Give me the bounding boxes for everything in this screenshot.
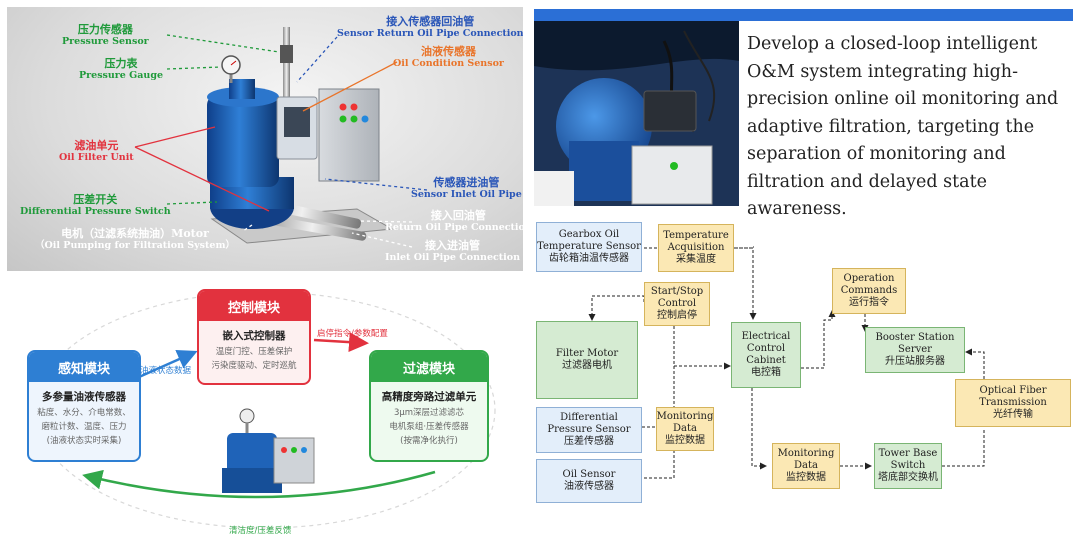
control-title: 控制模块: [199, 291, 309, 321]
node-startstop-zh: 控制启停: [657, 310, 697, 321]
node-mon-data1-en: Monitoring Data: [656, 411, 714, 434]
device-photo-panel: 压力传感器 Pressure Sensor 压力表 Pressure Gauge…: [7, 7, 523, 271]
node-tower-switch-en: Tower Base Switch: [878, 448, 938, 471]
node-optical-fiber: Optical Fiber Transmission 光纤传输: [955, 379, 1071, 427]
label-sensor-inlet-pipe: 传感器进油管 Sensor Inlet Oil Pipe: [411, 176, 522, 201]
flow-state-data: 油液状态数据: [140, 366, 192, 376]
node-operation-commands: Operation Commands 运行指令: [832, 268, 906, 314]
accent-bar: [534, 9, 1073, 21]
label-sensor-return-pipe: 接入传感器回油管 Sensor Return Oil Pipe Connecti…: [337, 15, 523, 40]
system-flowchart: Gearbox Oil Temperature Sensor 齿轮箱油温传感器 …: [534, 216, 1073, 538]
node-op-cmd-zh: 运行指令: [849, 297, 889, 308]
node-diff-sensor-zh: 压差传感器: [564, 436, 614, 447]
filtration-line2: 3μm深层过滤滤芯: [393, 408, 465, 418]
label-motor: 电机（过滤系统抽油）Motor （Oil Pumping for Filtrat…: [35, 227, 236, 252]
node-oil-sensor-zh: 油液传感器: [564, 481, 614, 492]
node-cabinet-en: Electrical Control Cabinet: [741, 331, 791, 366]
filtration-line4: (按需净化执行): [400, 436, 458, 446]
label-pressure-gauge: 压力表 Pressure Gauge: [79, 57, 164, 82]
node-tower-switch-zh: 塔底部交换机: [878, 472, 938, 483]
node-temp-acq-en: Temperature Acquisition: [663, 230, 729, 253]
node-temp-acq-zh: 采集温度: [676, 254, 716, 265]
control-line3: 污染度驱动、定时巡航: [211, 361, 297, 371]
device-illustration: [134, 27, 428, 248]
label-inlet-pipe: 接入进油管 Inlet Oil Pipe Connection: [385, 239, 521, 264]
filtration-module: 过滤模块 高精度旁路过滤单元 3μm深层过滤滤芯 电机泵组·压差传感器 (按需净…: [369, 350, 489, 462]
site-photo: [534, 21, 739, 206]
node-electrical-cabinet: Electrical Control Cabinet 电控箱: [731, 322, 801, 388]
flow-commands: 启停指令/参数配置: [317, 329, 388, 339]
node-booster-en: Booster Station Server: [875, 332, 955, 355]
filtration-title: 过滤模块: [371, 352, 487, 382]
intro-panel: Develop a closed-loop intelligent O&M sy…: [534, 9, 1073, 219]
node-filter-motor-en: Filter Motor: [555, 348, 619, 359]
node-booster-zh: 升压站服务器: [885, 356, 945, 367]
node-tower-base-switch: Tower Base Switch 塔底部交换机: [874, 443, 942, 489]
perception-line4: (油液状态实时采集): [46, 436, 122, 446]
intro-text: Develop a closed-loop intelligent O&M sy…: [747, 34, 1059, 219]
node-booster-server: Booster Station Server 升压站服务器: [865, 327, 965, 373]
control-line1: 嵌入式控制器: [222, 330, 286, 342]
filtration-line3: 电机泵组·压差传感器: [389, 422, 469, 432]
node-mon-data2-zh: 监控数据: [786, 472, 826, 483]
perception-line1: 多参量油液传感器: [42, 391, 126, 403]
label-oil-condition-sensor: 油液传感器 Oil Condition Sensor: [393, 45, 504, 70]
node-diff-pressure-sensor: Differential Pressure Sensor 压差传感器: [536, 407, 642, 453]
node-start-stop-control: Start/Stop Control 控制启停: [644, 282, 710, 326]
module-diagram: 感知模块 多参量油液传感器 粘度、水分、介电常数、 磨粒计数、温度、压力 (油液…: [7, 280, 523, 538]
node-monitoring-data-2: Monitoring Data 监控数据: [772, 443, 840, 489]
node-startstop-en: Start/Stop Control: [650, 286, 704, 309]
node-oil-sensor-en: Oil Sensor: [562, 469, 616, 480]
node-gearbox-zh: 齿轮箱油温传感器: [549, 253, 629, 264]
node-op-cmd-en: Operation Commands: [840, 273, 898, 296]
node-filter-motor-zh: 过滤器电机: [562, 360, 612, 371]
control-line2: 温度门控、压差保护: [215, 347, 293, 357]
site-photo-illustration: [534, 21, 739, 206]
node-gearbox-sensor: Gearbox Oil Temperature Sensor 齿轮箱油温传感器: [536, 222, 642, 272]
node-optical-zh: 光纤传输: [993, 409, 1033, 420]
node-optical-en: Optical Fiber Transmission: [979, 385, 1047, 408]
node-monitoring-data-1: Monitoring Data 监控数据: [656, 407, 714, 451]
perception-module: 感知模块 多参量油液传感器 粘度、水分、介电常数、 磨粒计数、温度、压力 (油液…: [27, 350, 141, 462]
node-mon-data1-zh: 监控数据: [665, 435, 705, 446]
node-gearbox-en: Gearbox Oil Temperature Sensor: [537, 229, 641, 252]
label-pressure-sensor: 压力传感器 Pressure Sensor: [62, 23, 149, 48]
label-return-pipe: 接入回油管 Return Oil Pipe Connection: [385, 209, 523, 234]
node-filter-motor: Filter Motor 过滤器电机: [536, 321, 638, 399]
flow-feedback: 清洁度/压差反馈: [229, 526, 292, 536]
node-cabinet-zh: 电控箱: [751, 367, 781, 378]
node-oil-sensor: Oil Sensor 油液传感器: [536, 459, 642, 503]
control-module: 控制模块 嵌入式控制器 温度门控、压差保护 污染度驱动、定时巡航: [197, 289, 311, 385]
device-thumbnail: [222, 408, 315, 493]
node-diff-sensor-en: Differential Pressure Sensor: [547, 412, 631, 435]
node-temperature-acquisition: Temperature Acquisition 采集温度: [658, 224, 734, 272]
perception-line2: 粘度、水分、介电常数、: [37, 408, 131, 418]
label-oil-filter-unit: 滤油单元 Oil Filter Unit: [59, 139, 134, 164]
node-mon-data2-en: Monitoring Data: [777, 448, 835, 471]
filtration-line1: 高精度旁路过滤单元: [381, 391, 477, 403]
label-diff-pressure-switch: 压差开关 Differential Pressure Switch: [20, 193, 171, 218]
perception-line3: 磨粒计数、温度、压力: [41, 422, 127, 432]
perception-title: 感知模块: [29, 352, 139, 382]
